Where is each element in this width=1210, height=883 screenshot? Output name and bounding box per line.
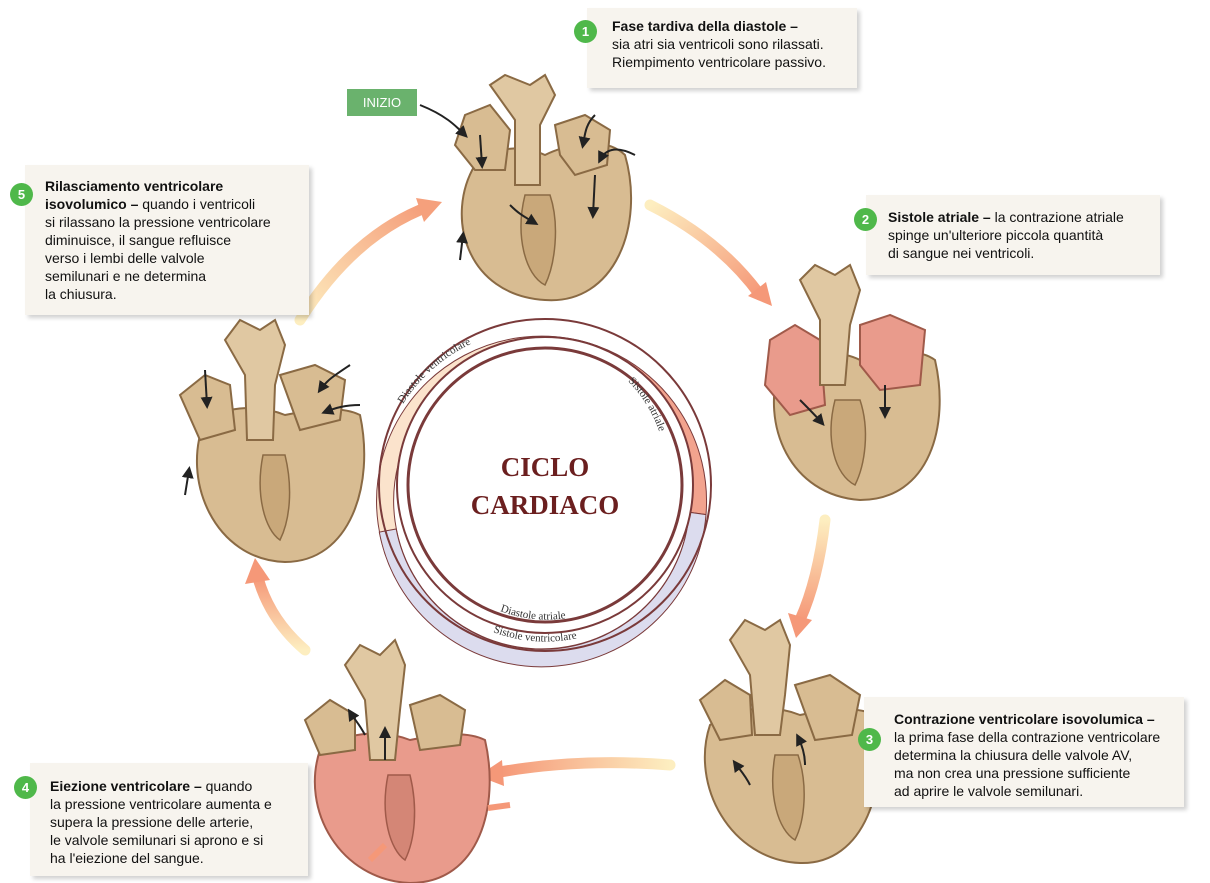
step-2-box: Sistole atriale – la contrazione atriale… — [866, 195, 1160, 275]
heart-2 — [765, 265, 940, 500]
step-4-line-2: supera la pressione delle arterie, — [50, 813, 308, 831]
step-5-box: Rilasciamento ventricolare isovolumico –… — [25, 165, 309, 315]
cycle-arrow-3-4 — [500, 763, 670, 772]
cycle-ring: Diastole ventricolare Sistole atriale Di… — [377, 319, 711, 667]
step-1-badge: 1 — [574, 20, 597, 43]
cycle-arrow-1-2 — [650, 205, 760, 295]
step-1-line-2: Riempimento ventricolare passivo. — [612, 53, 852, 71]
step-5-title: Rilasciamento ventricolare — [45, 177, 307, 195]
cycle-arrow-4-5 — [258, 578, 305, 650]
heart-5 — [180, 320, 364, 562]
step-2-title-rest: la contrazione atriale — [991, 209, 1124, 225]
step-5-line-4: semilunari e ne determina — [45, 267, 307, 285]
heart-3 — [700, 620, 879, 863]
step-1-title: Fase tardiva della diastole – — [612, 17, 852, 35]
step-4-badge: 4 — [14, 776, 37, 799]
heart-4 — [305, 640, 510, 883]
center-title-line2: CARDIACO — [471, 490, 620, 520]
step-4-title-rest: quando — [202, 778, 253, 794]
heart-1 — [420, 75, 635, 300]
step-3-title: Contrazione ventricolare isovolumica – — [894, 710, 1184, 728]
cycle-arrow-5-1 — [300, 210, 420, 320]
step-5-title-2-rest: quando i ventricoli — [138, 196, 255, 212]
step-4-line-3: le valvole semilunari si aprono e si — [50, 831, 308, 849]
step-2-line-1: spinge un'ulteriore piccola quantità — [888, 226, 1158, 244]
step-5-line-3: verso i lembi delle valvole — [45, 249, 307, 267]
start-label: INIZIO — [347, 89, 417, 116]
step-1-line-1: sia atri sia ventricoli sono rilassati. — [612, 35, 852, 53]
step-5-badge: 5 — [10, 183, 33, 206]
step-4-line-4: ha l'eiezione del sangue. — [50, 849, 308, 867]
step-2-badge: 2 — [854, 208, 877, 231]
step-3-badge: 3 — [858, 728, 881, 751]
step-3-line-1: la prima fase della contrazione ventrico… — [894, 728, 1184, 746]
cycle-arrow-2-3 — [800, 520, 825, 620]
step-3-line-3: ma non crea una pressione sufficiente — [894, 764, 1184, 782]
step-3-line-2: determina la chiusura delle valvole AV, — [894, 746, 1184, 764]
step-4-box: Eiezione ventricolare – quando la pressi… — [30, 763, 308, 876]
step-1-box: Fase tardiva della diastole – sia atri s… — [587, 8, 857, 88]
step-4-line-1: la pressione ventricolare aumenta e — [50, 795, 308, 813]
center-title-line1: CICLO — [501, 452, 590, 482]
step-4-title: Eiezione ventricolare – — [50, 778, 202, 794]
step-5-line-5: la chiusura. — [45, 285, 307, 303]
step-5-line-1: si rilassano la pressione ventricolare — [45, 213, 307, 231]
step-2-line-2: di sangue nei ventricoli. — [888, 244, 1158, 262]
step-2-title: Sistole atriale – — [888, 209, 991, 225]
step-5-title-2: isovolumico – — [45, 196, 138, 212]
step-3-box: Contrazione ventricolare isovolumica – l… — [864, 697, 1184, 807]
step-3-line-4: ad aprire le valvole semilunari. — [894, 782, 1184, 800]
step-5-line-2: diminuisce, il sangue refluisce — [45, 231, 307, 249]
